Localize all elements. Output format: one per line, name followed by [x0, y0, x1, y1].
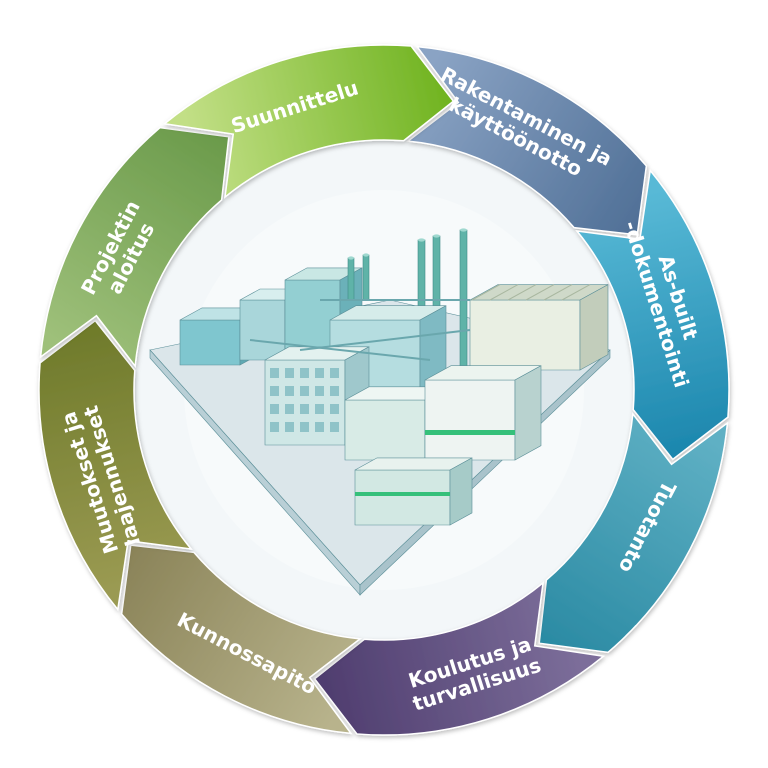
front-lower-block-front [354, 469, 451, 526]
warehouse-roof-line [471, 284, 501, 301]
front-block-front [344, 399, 426, 461]
building-left-a-front [179, 319, 241, 366]
arrow-kunnossapito [120, 544, 363, 735]
window [285, 422, 294, 432]
window [300, 386, 309, 396]
arrow-muutokset-ja-laajennukset [38, 319, 193, 612]
warehouse-roof-line [525, 284, 555, 301]
window [315, 404, 324, 414]
chimney-small-2 [362, 254, 370, 301]
chimney-small-2-cap [363, 253, 369, 257]
arrow-rakentaminen-ja-kayttoonotto [405, 45, 648, 236]
window [315, 368, 324, 378]
window [315, 386, 324, 396]
right-block-side [514, 365, 542, 461]
window [300, 422, 309, 432]
warehouse-front [469, 299, 581, 371]
window [270, 422, 279, 432]
chimney-2-cap [433, 234, 440, 238]
window [285, 368, 294, 378]
window [330, 422, 339, 432]
warehouse-roof-line [561, 284, 591, 301]
chimney-small-1-cap [348, 256, 354, 260]
window [330, 368, 339, 378]
pipe [249, 339, 431, 361]
chimney-3-cap [460, 228, 467, 232]
green-accent-strip-front [355, 492, 450, 496]
arrow-suunnittelu [162, 44, 455, 199]
arrow-koulutus-ja-turvallisuus [313, 581, 606, 736]
window [330, 386, 339, 396]
arrow-as-built-dokumentointi [575, 168, 730, 461]
green-accent-strip [425, 430, 515, 435]
warehouse-roof-line [543, 284, 573, 301]
pipe [299, 329, 471, 351]
warehouse-roof-line [489, 284, 519, 301]
window [315, 422, 324, 432]
window [285, 404, 294, 414]
window [300, 368, 309, 378]
arrow-projektin-aloitus [39, 126, 230, 369]
cycle-arrows [38, 44, 730, 736]
window [285, 386, 294, 396]
window [300, 404, 309, 414]
warehouse-side [579, 284, 609, 371]
window [270, 368, 279, 378]
chimney-small-1 [347, 257, 355, 301]
window [270, 386, 279, 396]
industrial-plant-illustration [149, 228, 611, 596]
warehouse-roof-line [507, 284, 537, 301]
window [270, 404, 279, 414]
right-block-front [424, 379, 516, 461]
front-lower-block-side [449, 457, 473, 526]
chimney-1-cap [418, 238, 425, 242]
building-left-b-front [239, 299, 286, 361]
arrow-tuotanto [538, 411, 729, 654]
window [330, 404, 339, 414]
